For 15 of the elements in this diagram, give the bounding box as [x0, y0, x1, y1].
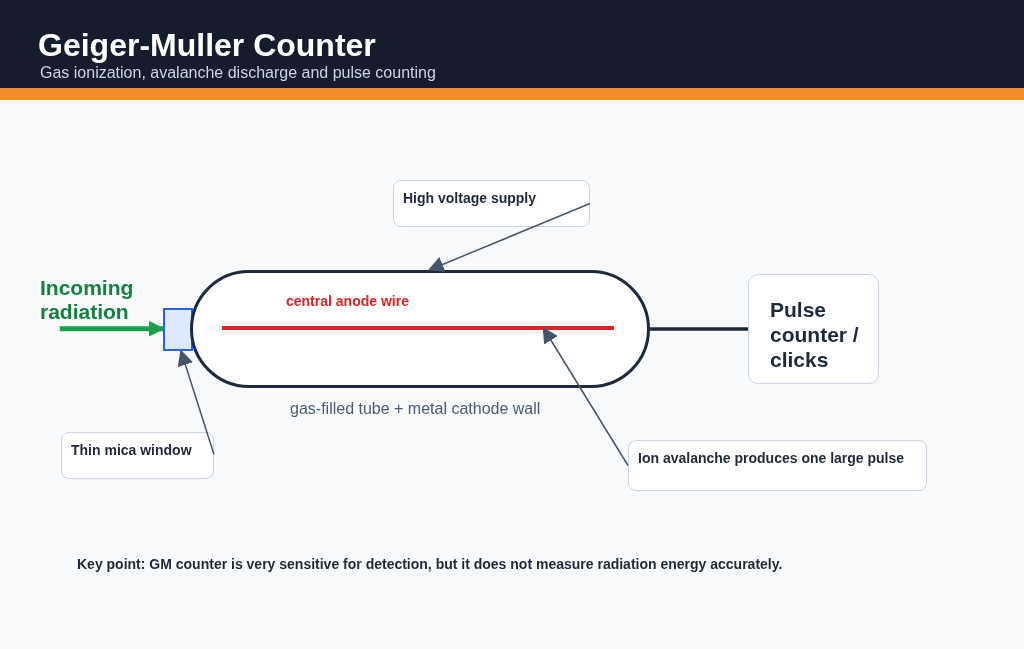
key-point-note: Key point: GM counter is very sensitive for detection, but it does not measure radiation energy accurately.: [77, 556, 783, 572]
leader-line: [427, 202, 591, 272]
tube-caption: gas-filled tube + metal cathode wall: [290, 400, 541, 418]
title: Geiger-Muller Counter: [38, 26, 376, 64]
subtitle: Gas ionization, avalanche discharge and pulse counting: [40, 63, 436, 83]
callout-box: Thin mica window: [61, 432, 214, 479]
wire-label: central anode wire: [286, 293, 409, 309]
counter-box: Pulse counter / clicks: [748, 274, 879, 384]
signal-wire: [650, 327, 748, 331]
window-box: [163, 308, 193, 351]
leader-line: [542, 326, 629, 467]
arrow: [59, 320, 165, 337]
callout-box: Ion avalanche produces one large pulse: [628, 440, 927, 491]
callout-box: High voltage supply: [393, 180, 590, 227]
incoming-radiation-label: Incoming radiation: [40, 276, 150, 334]
